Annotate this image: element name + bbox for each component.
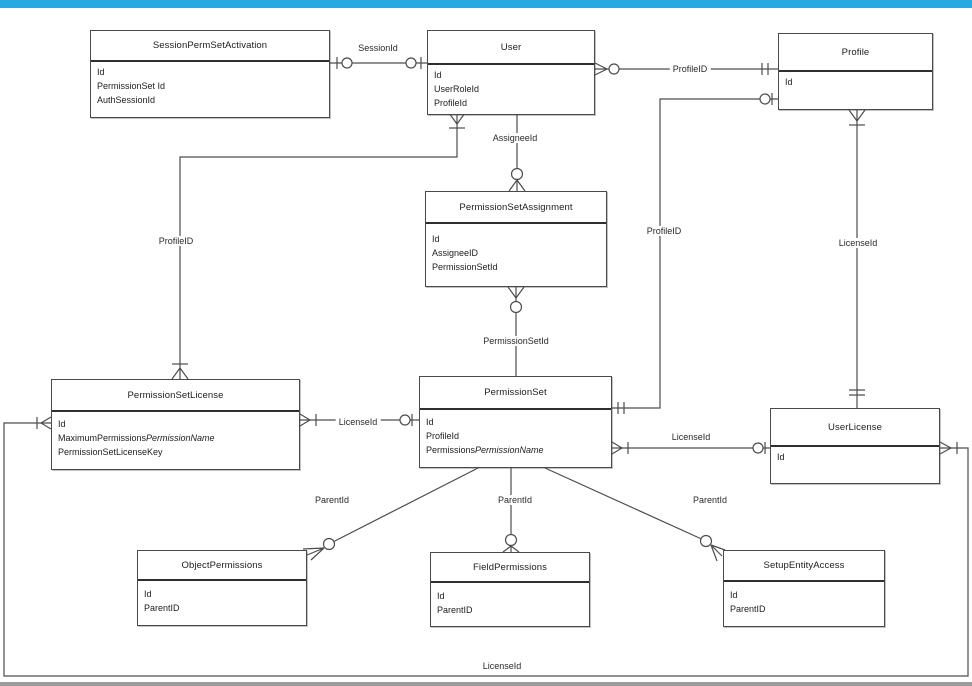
field-text-italic: PermissionName (146, 433, 215, 443)
field: PermissionSetLicenseKey (58, 447, 163, 457)
connector-permission-set-id (507, 286, 525, 376)
label-license-id-profile-ul: LicenseId (835, 238, 881, 248)
entity-title: Profile (779, 34, 932, 72)
label-parent-id-setup: ParentId (689, 495, 731, 505)
field: ParentID (437, 605, 473, 615)
entity-title: ObjectPermissions (138, 551, 306, 581)
entity-title: SetupEntityAccess (724, 551, 884, 582)
field: Id (426, 417, 434, 427)
entity-setup-entity-access[interactable]: SetupEntityAccess Id ParentID (723, 550, 885, 627)
field: Id (730, 590, 738, 600)
field-text: Permissions (426, 445, 476, 455)
field: UserRoleId (434, 84, 480, 94)
field: PermissionsPermissionName (426, 443, 609, 457)
connector-session-id (330, 57, 427, 69)
entity-fields: Id (771, 447, 939, 464)
label-license-id-psl-ps: LicenseId (335, 417, 381, 427)
field: Id (97, 67, 105, 77)
entity-title: User (428, 31, 594, 65)
connector-profile-id-ps-profile (612, 93, 778, 414)
label-profile-id-user-profile: ProfileID (669, 64, 711, 74)
entity-fields: Id ParentID (431, 583, 589, 617)
entity-fields: Id ProfileId PermissionsPermissionName (420, 410, 611, 457)
field: Id (144, 589, 152, 599)
connector-license-id-profile-ul (848, 109, 866, 408)
field: Id (432, 234, 440, 244)
entity-fields: Id (779, 72, 932, 89)
entity-fields: Id UserRoleId ProfileId (428, 65, 594, 110)
entity-object-permissions[interactable]: ObjectPermissions Id ParentID (137, 550, 307, 626)
connector-license-id-ps-ul (611, 441, 770, 455)
field: PermissionSetId (432, 262, 498, 272)
label-parent-id-field: ParentId (494, 495, 536, 505)
field: ParentID (144, 603, 180, 613)
entity-fields: Id PermissionSet Id AuthSessionId (91, 62, 329, 107)
field: Id (58, 419, 66, 429)
entity-fields: Id AssigneeID PermissionSetId (426, 224, 606, 274)
entity-fields: Id MaximumPermissionsPermissionName Perm… (52, 412, 299, 459)
label-session-id: SessionId (355, 43, 401, 53)
connector-license-id-ul-psl (3, 416, 969, 677)
entity-session-perm-set-activation[interactable]: SessionPermSetActivation Id PermissionSe… (90, 30, 330, 118)
entity-title: PermissionSetAssignment (426, 192, 606, 224)
label-profile-id-ps-profile: ProfileID (643, 226, 685, 236)
field: Id (437, 591, 445, 601)
entity-field-permissions[interactable]: FieldPermissions Id ParentID (430, 552, 590, 627)
entity-permission-set-assignment[interactable]: PermissionSetAssignment Id AssigneeID Pe… (425, 191, 607, 287)
field: Id (785, 77, 793, 87)
field: PermissionSet Id (97, 81, 166, 91)
connector-parent-id-setup (544, 467, 726, 562)
entity-title: SessionPermSetActivation (91, 31, 329, 62)
field: MaximumPermissionsPermissionName (58, 431, 297, 445)
bottom-border-bar (0, 682, 972, 686)
label-assignee-id: AssigneeId (489, 133, 541, 143)
field-text: MaximumPermissions (58, 433, 147, 443)
field: ProfileId (426, 431, 460, 441)
top-accent-bar (0, 0, 972, 8)
entity-permission-set[interactable]: PermissionSet Id ProfileId PermissionsPe… (419, 376, 612, 468)
label-profile-id-user-psl: ProfileID (155, 236, 197, 246)
label-permission-set-id: PermissionSetId (480, 336, 552, 346)
label-parent-id-object: ParentId (311, 495, 353, 505)
entity-title: PermissionSet (420, 377, 611, 410)
entity-fields: Id ParentID (724, 582, 884, 616)
field: Id (777, 452, 785, 462)
entity-profile[interactable]: Profile Id (778, 33, 933, 110)
connector-parent-id-field (502, 468, 520, 553)
entity-fields: Id ParentID (138, 581, 306, 615)
connector-parent-id-object (302, 467, 479, 561)
entity-title: FieldPermissions (431, 553, 589, 583)
connector-assignee-id (508, 113, 526, 192)
label-license-id-ps-ul: LicenseId (668, 432, 714, 442)
entity-title: UserLicense (771, 409, 939, 447)
entity-title: PermissionSetLicense (52, 380, 299, 412)
entity-permission-set-license[interactable]: PermissionSetLicense Id MaximumPermissio… (51, 379, 300, 470)
field: ParentID (730, 604, 766, 614)
field: AssigneeID (432, 248, 479, 258)
field: Id (434, 70, 442, 80)
label-license-id-ul-psl: LicenseId (479, 661, 525, 671)
entity-user-license[interactable]: UserLicense Id (770, 408, 940, 484)
field-text-italic: PermissionName (475, 445, 544, 455)
entity-user[interactable]: User Id UserRoleId ProfileId (427, 30, 595, 115)
field: ProfileId (434, 98, 468, 108)
connector-profile-id-user-psl (171, 112, 466, 380)
field: AuthSessionId (97, 95, 156, 105)
